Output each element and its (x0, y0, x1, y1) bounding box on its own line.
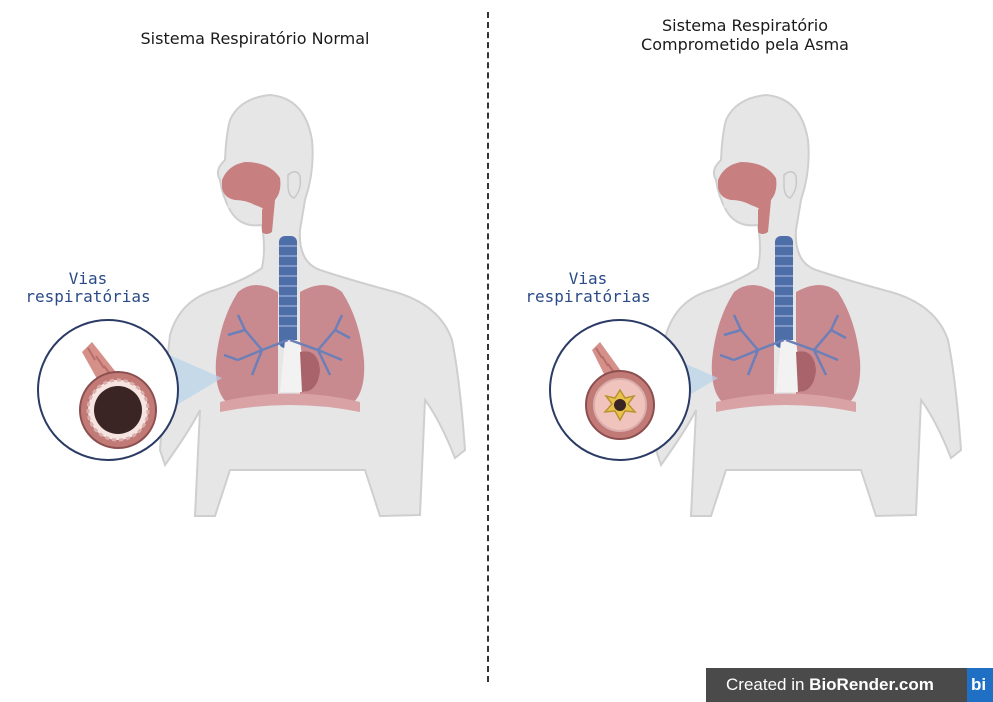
biorender-logo: bi (967, 668, 993, 702)
trachea (775, 236, 793, 348)
biorender-badge[interactable]: Created in BioRender.com bi (706, 668, 993, 702)
badge-created-in: Created in (726, 675, 804, 694)
respiratory-figure-normal (0, 0, 496, 702)
respiratory-figure-asthma (496, 0, 993, 702)
badge-brand: BioRender.com (809, 675, 934, 694)
trachea (279, 236, 297, 348)
